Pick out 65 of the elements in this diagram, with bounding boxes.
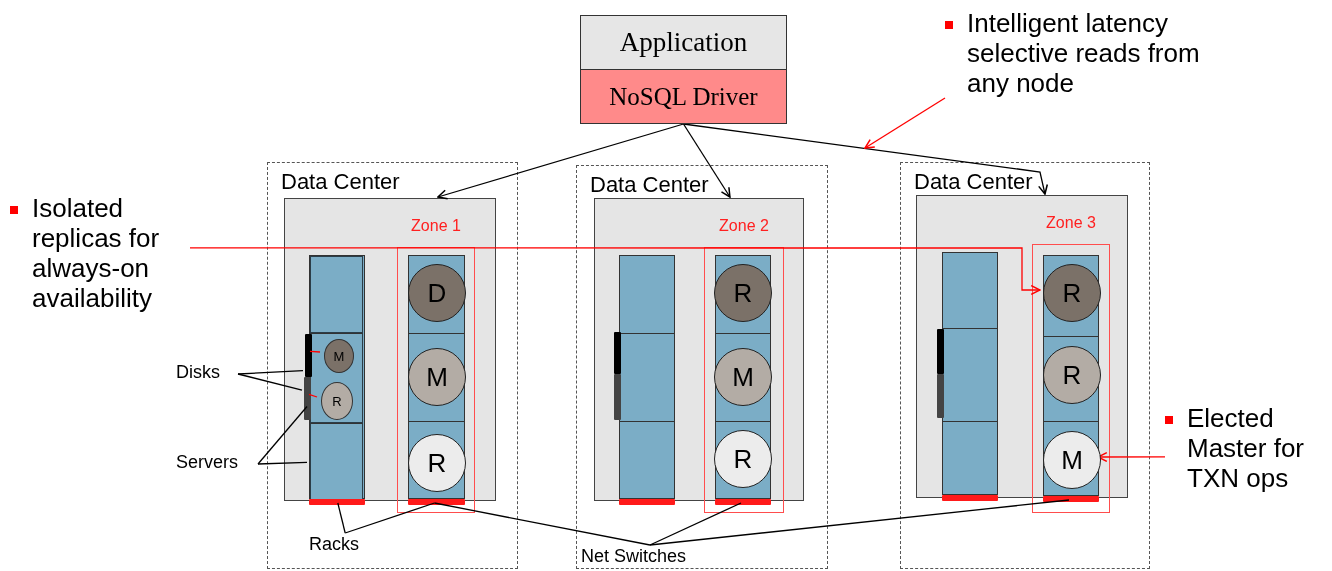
replica-circle: R <box>714 430 772 488</box>
replica-circle: R <box>1043 264 1101 322</box>
disk-bar <box>937 329 944 374</box>
replica-circle: M <box>324 339 354 373</box>
leader-line <box>257 405 308 465</box>
part-label: Servers <box>176 452 258 476</box>
replica-circle: R <box>408 434 466 492</box>
server-rack <box>619 255 675 499</box>
disk-bar <box>304 377 311 420</box>
arrow <box>437 123 685 200</box>
server-rack <box>942 252 998 495</box>
replica-circle: R <box>321 382 353 420</box>
zone-label: Zone 2 <box>718 217 770 235</box>
server-rack <box>408 255 465 499</box>
part-label: Net Switches <box>581 546 721 570</box>
network-switch-bar <box>309 499 365 505</box>
replica-circle: M <box>408 348 466 406</box>
leader-line <box>237 373 303 391</box>
replica-circle: M <box>1043 431 1101 489</box>
leader-line <box>237 370 304 375</box>
zone-label: Zone 3 <box>1045 214 1097 232</box>
callout-text: Intelligent latency selective reads from any node <box>967 8 1201 98</box>
network-switch-bar <box>715 499 771 505</box>
network-switch-bar <box>942 495 998 501</box>
network-switch-bar <box>1043 496 1099 502</box>
callout-text: Isolated replicas for always-on availability <box>32 193 161 313</box>
leader-line <box>337 502 346 534</box>
arrow <box>682 123 731 198</box>
server-slot <box>310 333 363 423</box>
callout-text: Elected Master for TXN ops <box>1187 403 1306 493</box>
leader-line <box>257 461 308 465</box>
disk-bar <box>614 332 621 374</box>
driver-box: NoSQL Driver <box>580 70 787 124</box>
disk-bar <box>614 374 621 420</box>
replica-circle: R <box>1043 346 1101 404</box>
zone-label: Zone 1 <box>410 217 462 235</box>
server-rack <box>715 255 771 499</box>
arrow <box>864 97 946 149</box>
server-slot <box>310 423 363 500</box>
part-label: Disks <box>176 362 238 386</box>
disk-bar <box>305 334 312 377</box>
replica-circle: M <box>714 348 772 406</box>
server-rack <box>309 255 365 499</box>
replica-circle: D <box>408 264 466 322</box>
network-switch-bar <box>619 499 675 505</box>
leader-line <box>344 502 436 534</box>
network-switch-bar <box>408 499 465 505</box>
data-center-label: Data Center <box>914 169 1033 195</box>
leader-line <box>308 393 318 398</box>
part-label: Racks <box>309 534 371 560</box>
leader-line <box>649 502 742 546</box>
leader-line <box>433 502 651 546</box>
server-rack <box>1043 255 1099 496</box>
disk-bar <box>937 374 944 418</box>
arrow <box>682 123 1049 195</box>
arrow <box>189 247 1041 296</box>
data-center-boundary <box>267 162 518 569</box>
leader-line <box>309 350 321 353</box>
server-slot <box>310 256 363 333</box>
data-center-label: Data Center <box>281 169 400 195</box>
data-center-label: Data Center <box>590 172 709 198</box>
data-center-boundary <box>900 162 1150 569</box>
data-center-boundary <box>576 165 828 569</box>
application-box: Application <box>580 15 787 70</box>
replica-circle: R <box>714 264 772 322</box>
